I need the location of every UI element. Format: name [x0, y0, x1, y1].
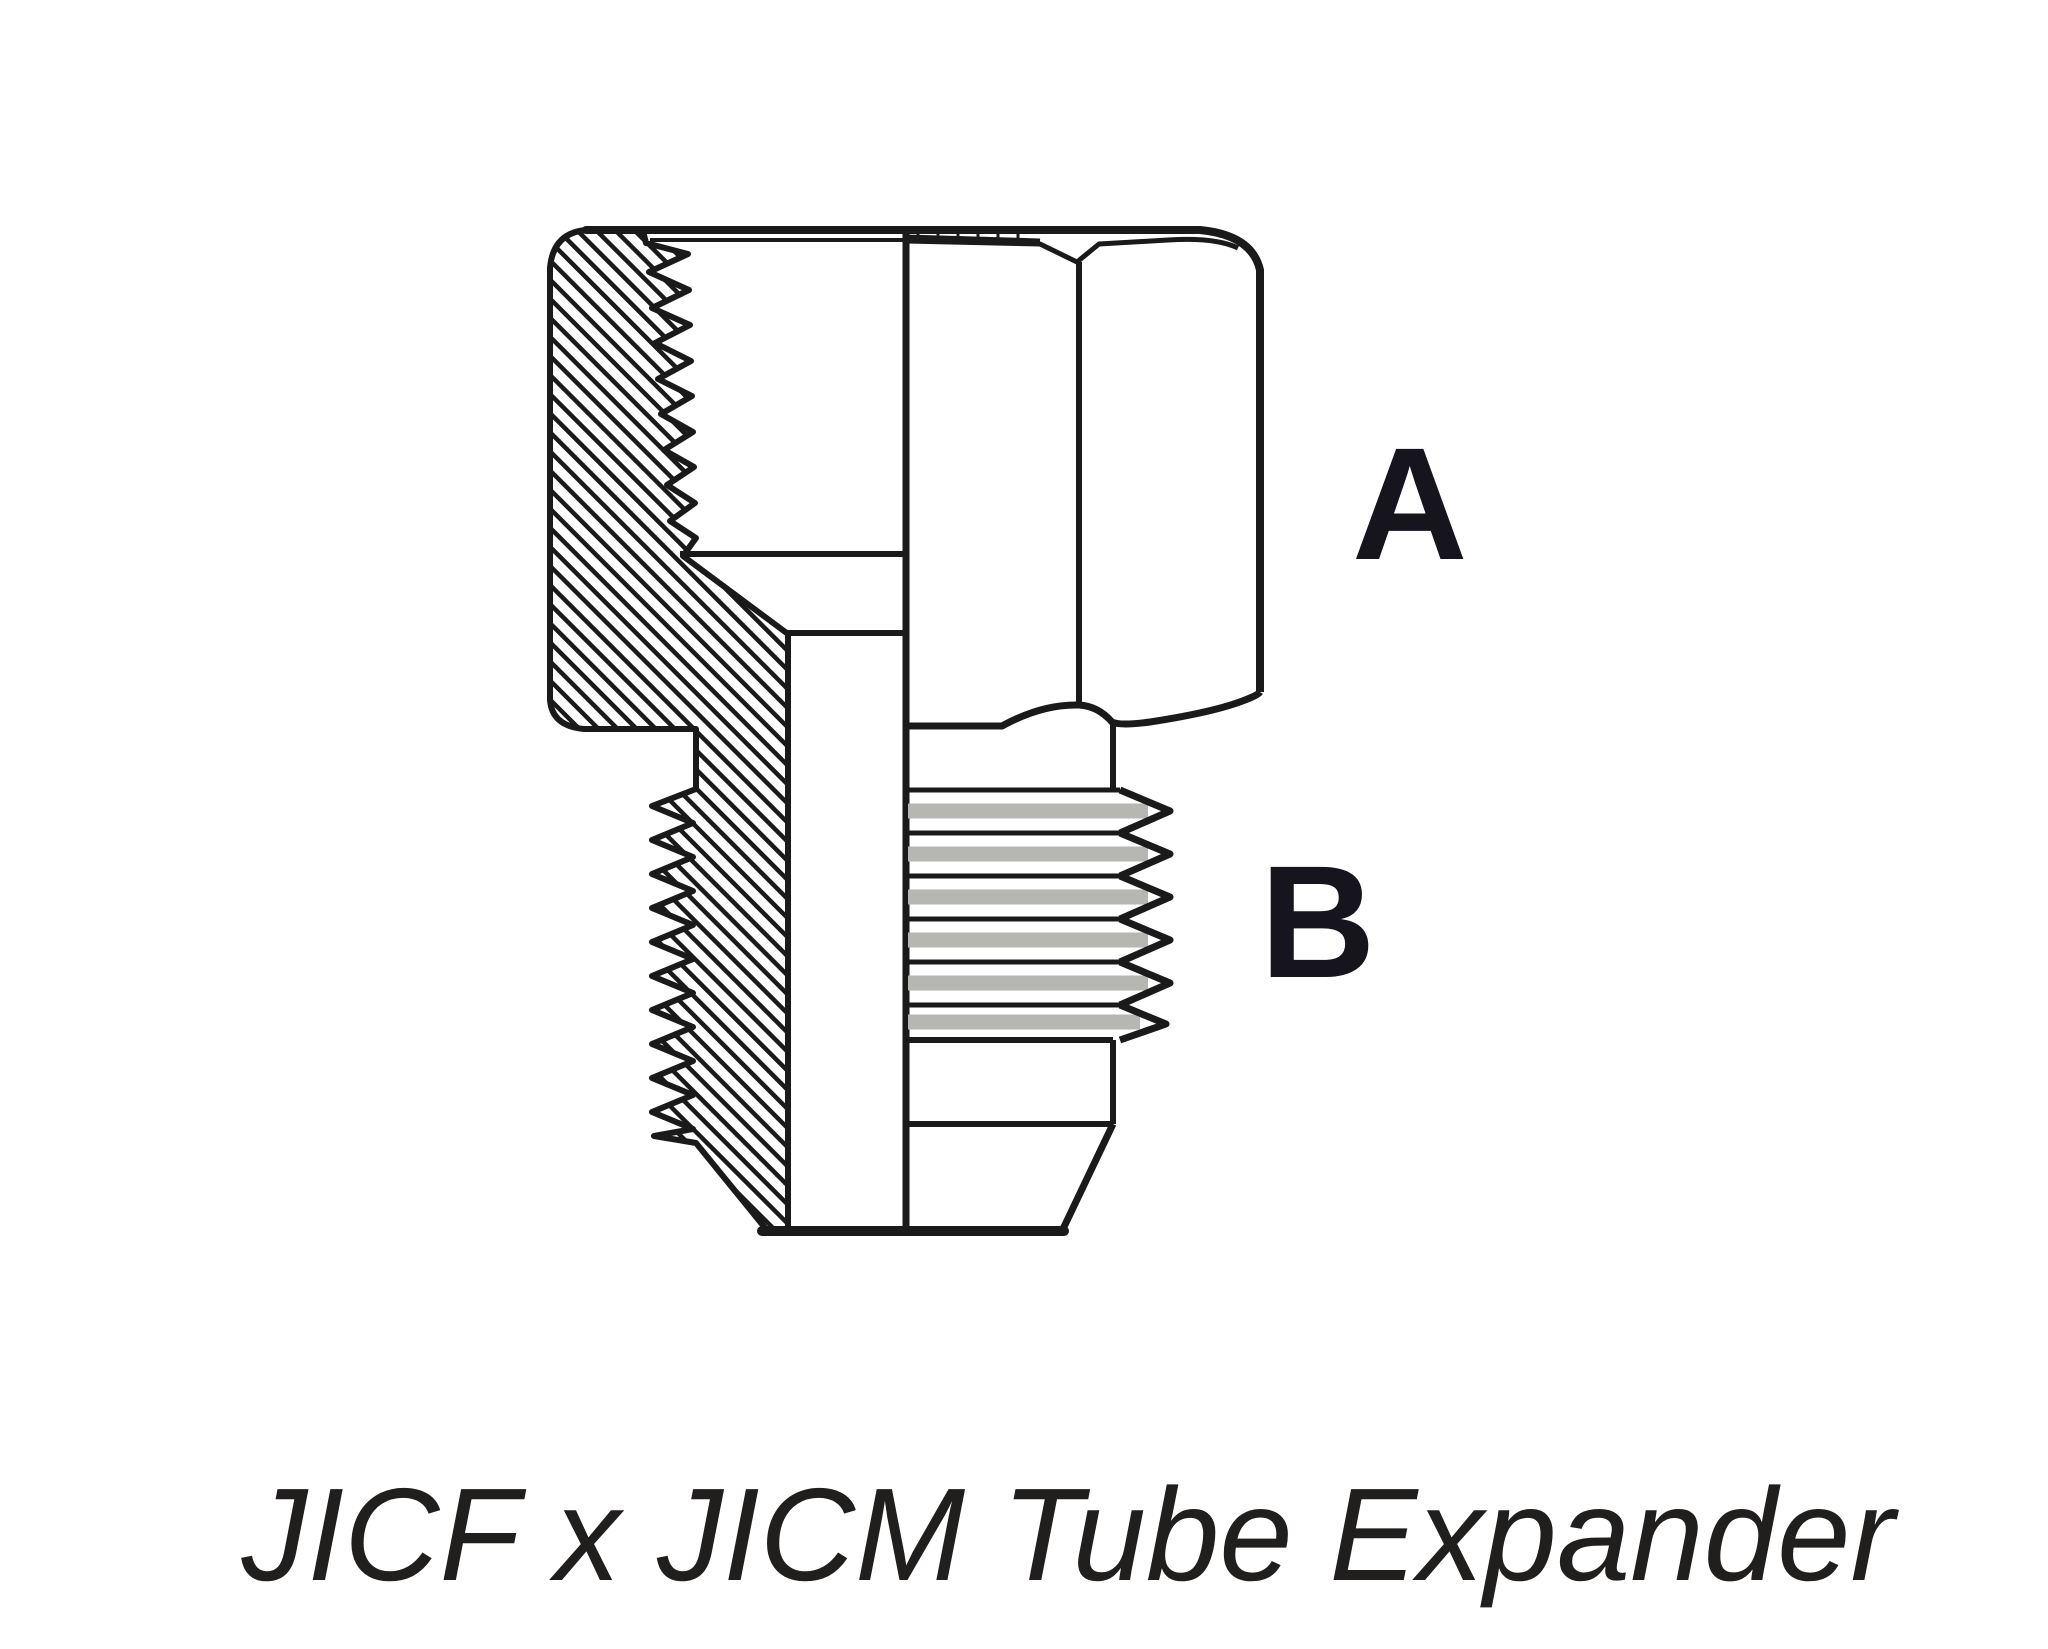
- dimension-label-a: A: [1352, 414, 1468, 593]
- hex-top-chamfer-smear: [905, 234, 1041, 246]
- hex-bottom-edge: [906, 689, 1263, 730]
- male-thread-shading: [908, 803, 1148, 1030]
- male-thread-crests: [906, 787, 1120, 1043]
- hex-top-chamfer-line: [905, 236, 1240, 265]
- nut-top-edge: [582, 226, 1264, 274]
- nose-chamfer-right: [1059, 1122, 1117, 1231]
- hex-top-chamfer-ticks: [916, 232, 1020, 243]
- sectioned-material-hatch: [547, 227, 791, 1232]
- male-thread-tips: [1118, 786, 1174, 1044]
- figure-caption: JICF x JICM Tube Expander: [241, 1461, 1895, 1608]
- dimension-label-b: B: [1260, 832, 1376, 1011]
